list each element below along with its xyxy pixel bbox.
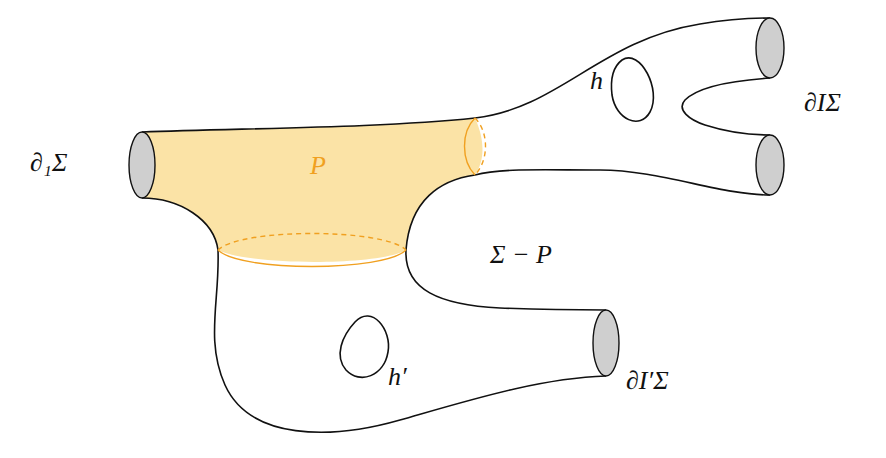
surface-label: ∂I′Σ <box>626 366 669 396</box>
surface-label: ∂IΣ <box>804 88 841 118</box>
region-p <box>142 118 483 262</box>
surface-label: h <box>590 66 603 96</box>
surface-label: ∂₁Σ <box>30 148 67 178</box>
surface-outline <box>142 18 770 432</box>
region-node: P <box>304 147 332 185</box>
surface-label: h′ <box>388 362 407 392</box>
surface-label: Σ − P <box>490 240 552 270</box>
region-label: P <box>310 151 326 181</box>
cut-circles <box>218 118 486 267</box>
boundary-caps <box>129 18 784 376</box>
